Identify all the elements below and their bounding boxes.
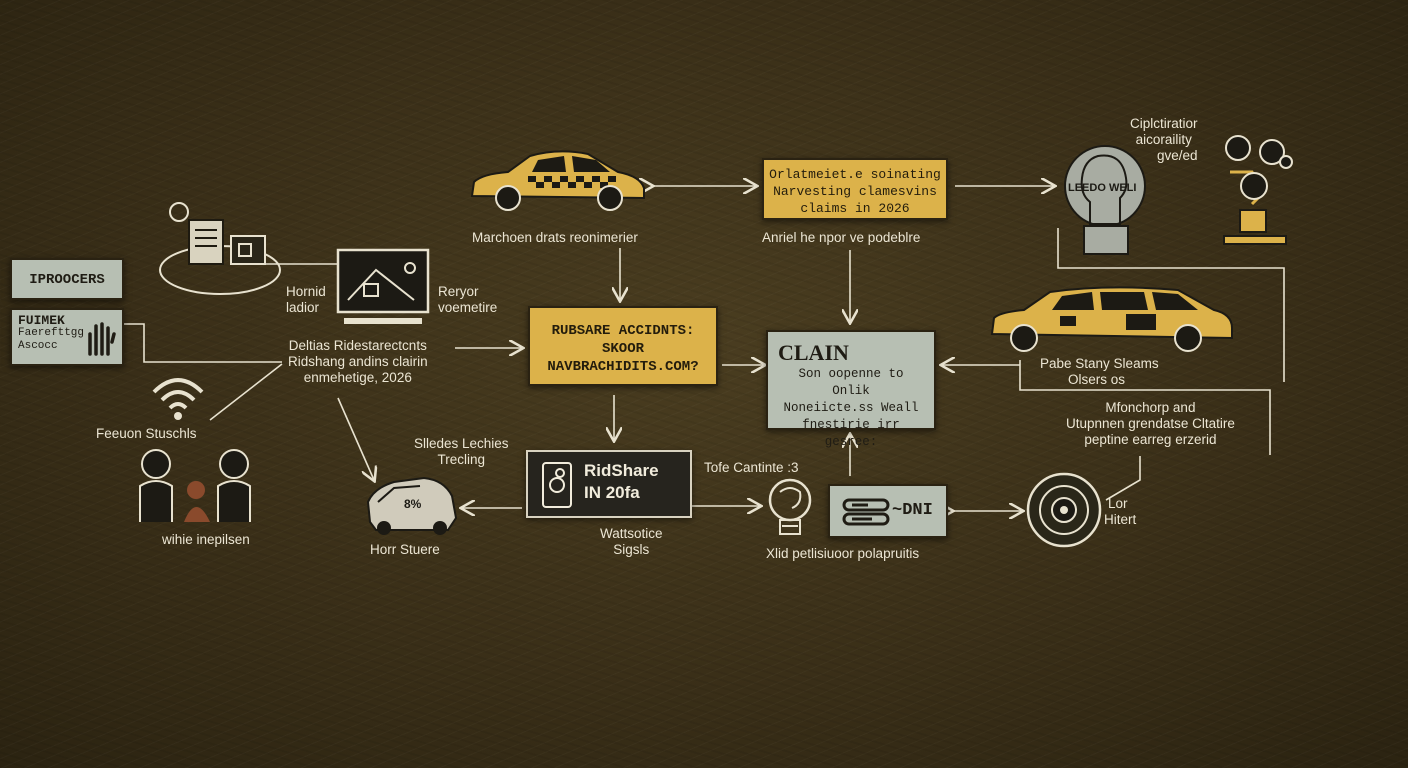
monitor-right-label: Reryor voemetire (438, 284, 497, 316)
monitor-left-line-2: ladior (286, 300, 320, 315)
people-label: wihie inepilsen (162, 532, 250, 547)
center-left-text: Deltias Ridestarectcnts Ridshang andins … (288, 338, 428, 386)
ridshare-label: Wattsotice Sigsls (600, 526, 663, 558)
right-middle-line-2: Utupnnen grendatse Cltatire (1066, 416, 1235, 431)
center-left-line-3: enmehetige, 2026 (303, 370, 412, 385)
bottom-label: Xlid petlisiuoor polapruitis (766, 546, 920, 561)
center-left-line-1: Deltias Ridestarectcnts (288, 338, 427, 353)
line-head-to-right (1057, 228, 1285, 382)
ridshare-line-2: IN 20fa (584, 483, 640, 502)
wifi-label: Feeuon Stuschls (96, 426, 197, 441)
ridshare-label-line-1: Wattsotice (600, 526, 663, 541)
claim-title: CLAIN (778, 340, 849, 365)
head-icon-label: LEEDO WELI (1068, 182, 1137, 194)
right-middle-line-1: Mfonchorp and (1105, 400, 1196, 415)
monitor-icon (336, 248, 430, 324)
line-wifi-to-center (209, 363, 283, 421)
wifi-icon (152, 378, 204, 420)
car-crash-icon (366, 476, 458, 535)
taxi-top-label: Marchoen drats reonimerier (472, 230, 638, 245)
top-yellow-line-3: claims in 2026 (800, 201, 910, 216)
ridesare-line-1: RUBSARE ACCIDNTS: (551, 323, 695, 339)
phone-icon (542, 462, 572, 508)
document-device-icon (159, 202, 281, 295)
top-right-line-2: aicoraility (1135, 132, 1192, 147)
monitor-left-label: Hornid ladior (286, 284, 326, 316)
ridshare-line-1: RidShare (584, 461, 659, 480)
taxi-right-label: Pabe Stany Sleams Olsers os (1040, 356, 1159, 388)
iprocecers-box: IPROOCERS (10, 258, 124, 300)
people-icon (139, 449, 251, 522)
right-middle-label: Mfonchorp and Utupnnen grendatse Cltatir… (1066, 400, 1235, 448)
top-right-label: Ciplctiratior aicoraility gve/ed (1130, 116, 1198, 164)
hand-icon (88, 322, 116, 356)
iprocecers-text: IPROOCERS (29, 272, 105, 288)
ridshare-box: RidShare IN 20fa (526, 450, 692, 518)
dial-line-2: Hitert (1104, 512, 1137, 527)
ridesare-line-3: NAVBRACHIDITS.COM? (547, 359, 699, 375)
ridshare-label-line-2: Sigsls (613, 542, 650, 557)
arrow-center-to-car (337, 397, 374, 480)
monitor-right-line-2: voemetire (438, 300, 498, 315)
monitor-right-line-1: Reryor (438, 284, 479, 299)
car-crash-top-line-1: Slledes Lechies (414, 436, 509, 451)
taxi-right-line-2: Olsers os (1068, 372, 1126, 387)
dial-line-1: Lor (1108, 496, 1128, 511)
fuimek-title: FUIMEK (18, 313, 65, 328)
robot-arm-icon (1223, 135, 1293, 245)
dial-label: Lor Hitert (1104, 496, 1136, 528)
claim-line-3: fnestirie irr gesree: (802, 418, 900, 449)
car-crash-percent: 8% (404, 497, 422, 511)
monitor-left-line-1: Hornid (286, 284, 326, 299)
top-yellow-line-2: Narvesting clamesvins (773, 184, 937, 199)
car-crash-label: Horr Stuere (370, 542, 440, 557)
claim-line-2: Noneiicte.ss Weall (783, 401, 919, 415)
ridesare-line-2: SKOOR (601, 341, 644, 357)
fuimek-box: FUIMEK Faerefttgg Ascocc (10, 308, 124, 366)
top-yellow-line-1: Orlatmeiet.e soinating (769, 167, 941, 182)
arrow-taxi-right-to-claim (1019, 360, 1271, 455)
car-crash-top-label: Slledes Lechies Trecling (414, 436, 509, 468)
fuimek-line-3: Ascocc (18, 340, 58, 352)
car-crash-top-line-2: Trecling (437, 452, 486, 467)
dni-text: ~DNI (892, 501, 933, 520)
line-fuimek-to-center (124, 323, 282, 363)
lightbulb-icon (768, 478, 812, 535)
top-yellow-box: Orlatmeiet.e soinating Narvesting clames… (762, 158, 948, 220)
top-right-line-1: Ciplctiratior (1130, 116, 1198, 131)
bulb-label: Tofe Cantinte :3 (704, 460, 799, 475)
dial-icon (1026, 472, 1102, 548)
taxi-right-icon (990, 286, 1233, 352)
head-profile-icon (1064, 145, 1146, 255)
fuimek-line-2: Faerefttgg (18, 327, 85, 339)
ridesare-accidents-box: RUBSARE ACCIDNTS: SKOOR NAVBRACHIDITS.CO… (528, 306, 718, 386)
right-middle-line-3: peptine earreg erzerid (1084, 432, 1217, 447)
claim-line-1: Son oopenne to Onlik (798, 367, 904, 398)
top-right-line-3: gve/ed (1156, 148, 1198, 163)
claim-box: CLAIN Son oopenne to Onlik Noneiicte.ss … (766, 330, 936, 449)
top-yellow-label: Anriel he npor ve podeblre (762, 230, 921, 245)
taxi-icon (470, 150, 645, 211)
center-left-line-2: Ridshang andins clairin (288, 354, 428, 369)
line-dial-curve (1105, 456, 1141, 501)
dni-box: ~DNI (828, 484, 948, 538)
taxi-right-line-1: Pabe Stany Sleams (1040, 356, 1159, 371)
list-icon (842, 498, 890, 526)
